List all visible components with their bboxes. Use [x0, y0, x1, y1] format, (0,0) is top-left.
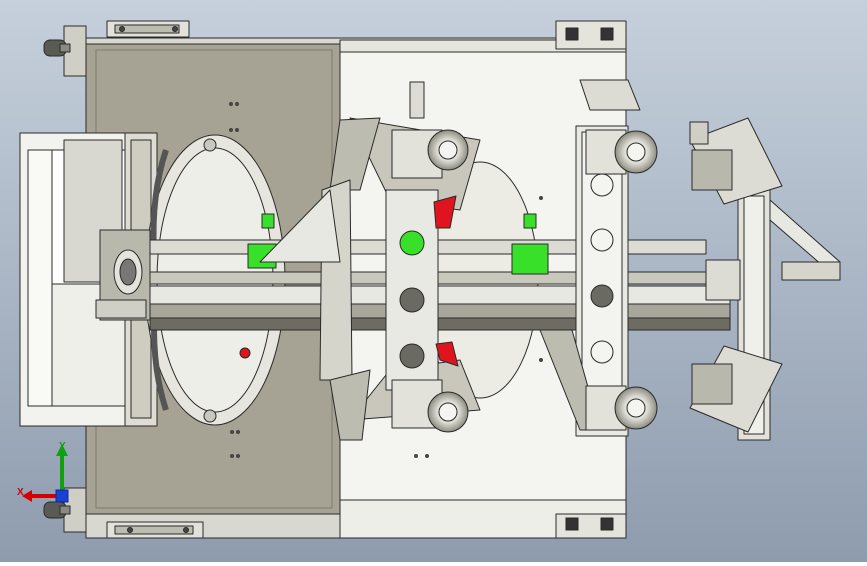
mounting-holes [229, 102, 543, 458]
roller-unit-top-right[interactable] [579, 79, 658, 175]
locating-pin-top[interactable] [43, 25, 87, 77]
triad-z-axis [55, 489, 69, 503]
triad-x-label: X [17, 487, 24, 498]
top-right-bracket[interactable] [555, 20, 627, 50]
locating-pin-bottom[interactable] [43, 487, 87, 533]
linear-guide-rail-lower[interactable] [149, 285, 731, 331]
indicator-red-dot [239, 347, 251, 359]
roller-unit-bottom-right[interactable] [585, 385, 658, 431]
red-clamp-bottom[interactable] [435, 341, 459, 367]
bottom-clamp-bracket[interactable] [106, 521, 204, 539]
bottom-right-bracket[interactable] [555, 513, 627, 539]
bearing-block[interactable] [95, 229, 151, 321]
top-clamp-bracket[interactable] [106, 20, 190, 38]
clamp-head-lower-right[interactable] [689, 345, 783, 433]
green-roller-right[interactable] [511, 213, 549, 275]
roller-unit-bottom-center[interactable] [391, 379, 469, 433]
roller-unit-top-center[interactable] [391, 81, 469, 179]
orientation-triad [22, 444, 69, 503]
triad-y-label: Y [59, 441, 66, 452]
right-vertical-column[interactable] [539, 125, 629, 437]
clamp-head-upper-right[interactable] [689, 117, 783, 205]
red-clamp-top[interactable] [433, 195, 457, 229]
